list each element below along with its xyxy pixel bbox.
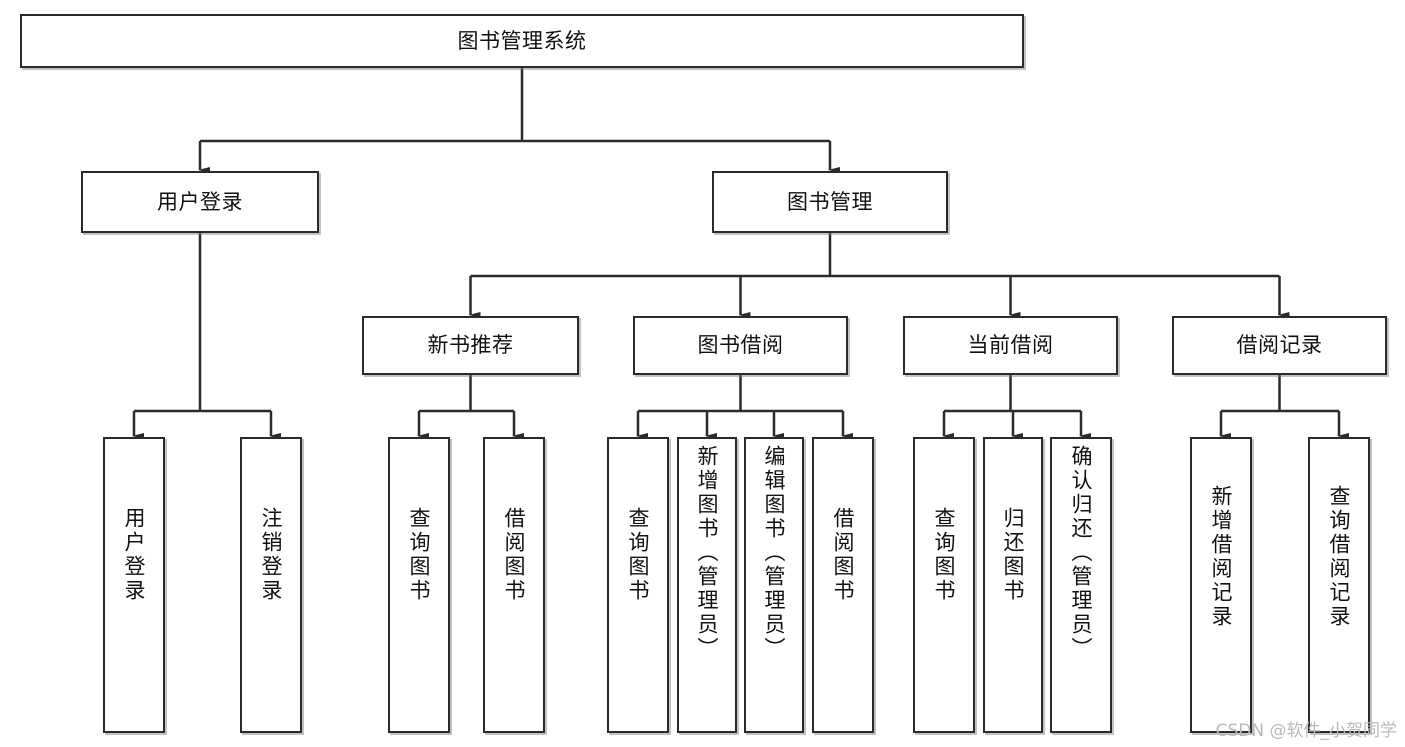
node-label: 编辑图书（管理员） (762, 445, 787, 661)
node-c_return[interactable]: 归还图书 (983, 437, 1043, 733)
node-root[interactable]: 图书管理系统 (20, 14, 1024, 68)
node-label: 用户登录 (122, 507, 147, 603)
csdn-watermark: CSDN @软件_小贺同学 (1215, 721, 1397, 741)
node-borrow[interactable]: 图书借阅 (633, 316, 848, 375)
node-label: 借阅记录 (1236, 333, 1323, 358)
node-label: 图书管理系统 (457, 28, 587, 53)
node-c_query[interactable]: 查询图书 (913, 437, 975, 733)
node-label: 图书借阅 (697, 333, 784, 358)
node-label: 新增图书（管理员） (695, 445, 720, 661)
node-r_query[interactable]: 查询借阅记录 (1308, 437, 1370, 733)
node-bookmgmt[interactable]: 图书管理 (712, 171, 948, 233)
node-l_logout[interactable]: 注销登录 (240, 437, 302, 733)
node-label: 借阅图书 (831, 507, 856, 603)
node-n_borrow[interactable]: 借阅图书 (483, 437, 545, 733)
node-b_add[interactable]: 新增图书（管理员） (677, 437, 737, 733)
node-label: 新书推荐 (427, 333, 514, 358)
node-n_query[interactable]: 查询图书 (388, 437, 450, 733)
node-b_lend[interactable]: 借阅图书 (812, 437, 874, 733)
node-login[interactable]: 用户登录 (81, 171, 319, 233)
node-label: 查询图书 (407, 507, 432, 603)
node-l_login[interactable]: 用户登录 (103, 437, 165, 733)
node-label: 归还图书 (1001, 507, 1026, 603)
node-r_add[interactable]: 新增借阅记录 (1190, 437, 1252, 733)
node-current[interactable]: 当前借阅 (903, 316, 1118, 375)
edge-group (132, 68, 1349, 439)
node-newbook[interactable]: 新书推荐 (362, 316, 579, 375)
node-label: 借阅图书 (502, 507, 527, 603)
node-label: 查询图书 (626, 507, 651, 603)
node-label: 新增借阅记录 (1209, 485, 1234, 629)
node-b_query[interactable]: 查询图书 (607, 437, 669, 733)
node-label: 查询借阅记录 (1327, 485, 1352, 629)
node-label: 用户登录 (157, 189, 243, 214)
node-label: 当前借阅 (967, 333, 1054, 358)
node-label: 查询图书 (932, 507, 957, 603)
node-label: 注销登录 (259, 507, 284, 603)
node-label: 图书管理 (787, 189, 873, 214)
node-records[interactable]: 借阅记录 (1172, 316, 1387, 375)
node-b_edit[interactable]: 编辑图书（管理员） (744, 437, 804, 733)
node-label: 确认归还（管理员） (1069, 445, 1094, 661)
node-c_confirm[interactable]: 确认归还（管理员） (1050, 437, 1112, 733)
